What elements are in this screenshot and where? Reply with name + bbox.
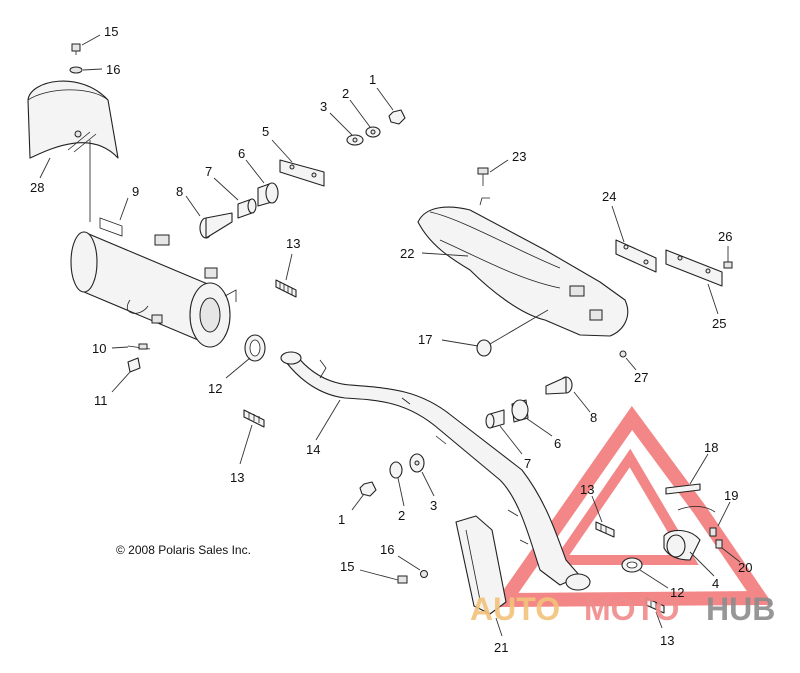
callout-9: 9 (132, 184, 139, 199)
callout-6-lower: 6 (554, 436, 561, 451)
callout-7-upper: 7 (205, 164, 212, 179)
clamp-19 (677, 506, 717, 537)
callout-5: 5 (262, 124, 269, 139)
washer-16-bottom (420, 570, 428, 578)
callout-7-lower: 7 (524, 456, 531, 471)
callout-23: 23 (512, 149, 526, 164)
callout-8-lower: 8 (590, 410, 597, 425)
watermark-word-auto: AUTO (470, 591, 560, 627)
callout-1-lower: 1 (338, 512, 345, 527)
callout-25: 25 (712, 316, 726, 331)
bolt-15-bottom (397, 575, 408, 584)
heat-shield-28 (27, 80, 119, 159)
callout-8-upper: 8 (176, 184, 183, 199)
callout-17: 17 (418, 332, 432, 347)
bracket-5 (279, 159, 325, 187)
callout-1-upper: 1 (369, 72, 376, 87)
sensor-20 (715, 539, 723, 549)
callout-12-upper: 12 (208, 381, 222, 396)
callout-28: 28 (30, 180, 44, 195)
callout-4: 4 (712, 576, 719, 591)
bolt-8-upper (199, 212, 233, 239)
callout-14: 14 (306, 442, 320, 457)
callout-27: 27 (634, 370, 648, 385)
callout-15-bottom: 15 (340, 559, 354, 574)
callout-24: 24 (602, 189, 616, 204)
clamp-18 (665, 483, 701, 495)
callout-16-top: 16 (106, 62, 120, 77)
callout-22: 22 (400, 246, 414, 261)
callout-21: 21 (494, 640, 508, 655)
screw-23 (477, 167, 489, 186)
callout-3-upper: 3 (320, 99, 327, 114)
callout-13-center: 13 (580, 482, 594, 497)
plug-17 (476, 339, 492, 357)
grommet-6-lower (511, 399, 529, 423)
callout-6-upper: 6 (238, 146, 245, 161)
callout-15-top: 15 (104, 24, 118, 39)
muffler-9 (70, 217, 237, 348)
grommet-6-upper (257, 182, 279, 207)
bolt-8-lower (545, 376, 573, 395)
callout-26: 26 (718, 229, 732, 244)
heat-shield-22 (417, 197, 629, 337)
nut-1-lower (359, 481, 377, 497)
callout-3-lower: 3 (430, 498, 437, 513)
gasket-12-lower (621, 557, 643, 573)
callout-11: 11 (94, 393, 108, 408)
nut-27 (619, 350, 627, 358)
callout-13-lower: 13 (230, 470, 244, 485)
callout-labels: 15 16 28 9 8 7 6 5 3 2 1 13 10 11 12 13 … (30, 24, 752, 655)
callout-12-lower: 12 (670, 585, 684, 600)
spacer-7-lower (485, 409, 505, 429)
callout-18: 18 (704, 440, 718, 455)
clip-11 (127, 357, 141, 373)
bolt-15-top (71, 43, 81, 55)
copyright-text: © 2008 Polaris Sales Inc. (116, 543, 251, 557)
callout-13-upper: 13 (286, 236, 300, 251)
bracket-25 (665, 249, 723, 287)
spring-13-bottom (645, 597, 665, 614)
nut-1-upper (388, 109, 406, 125)
callout-2-upper: 2 (342, 86, 349, 101)
washer-2-lower (389, 461, 403, 479)
spring-13-center (595, 521, 615, 538)
spring-13-upper (275, 279, 297, 298)
header-pipe-14 (280, 351, 591, 591)
gasket-12-upper (244, 334, 266, 362)
callout-2-lower: 2 (398, 508, 405, 523)
washer-16-top (69, 66, 83, 74)
screw-26 (723, 261, 733, 269)
watermark-word-moto: MOTO (584, 591, 679, 627)
callout-10: 10 (92, 341, 106, 356)
callout-13-bottom: 13 (660, 633, 674, 648)
pin-10 (127, 343, 151, 350)
callout-20: 20 (738, 560, 752, 575)
bracket-24 (615, 239, 657, 273)
watermark-wordmark: AUTO MOTO HUB (470, 591, 775, 627)
spacer-7-upper (237, 198, 257, 219)
callout-19: 19 (724, 488, 738, 503)
spring-13-lower (243, 409, 265, 428)
watermark-word-hub: HUB (706, 591, 775, 627)
callout-16-bottom: 16 (380, 542, 394, 557)
heat-shield-21 (455, 515, 507, 615)
